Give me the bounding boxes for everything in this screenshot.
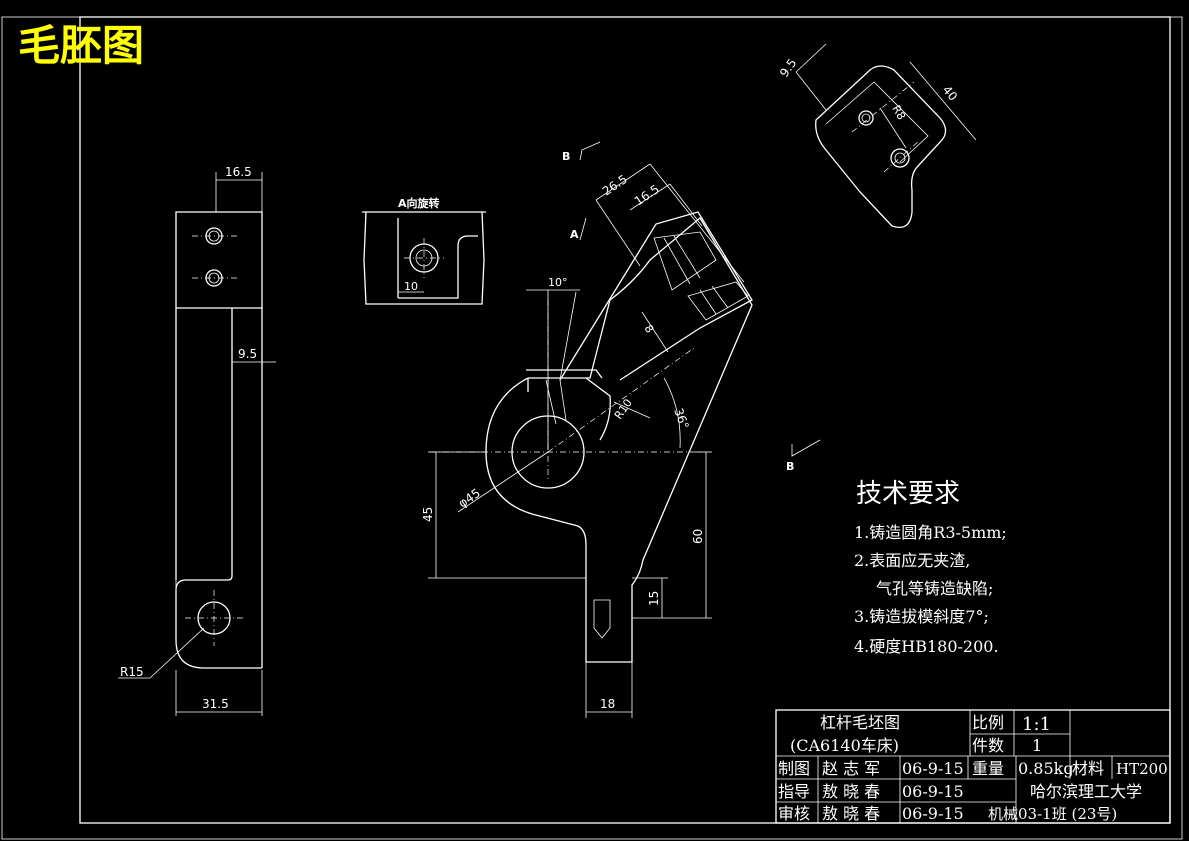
- tb-guide-label: 指导: [778, 782, 810, 801]
- tech-item-1: 1.铸造圆角R3-5mm;: [854, 523, 1007, 542]
- tech-heading: 技术要求: [856, 479, 960, 509]
- dim-r15: R15: [120, 665, 144, 679]
- dim-9-5-top: 9.5: [777, 56, 799, 80]
- a-view-detail: A向旋转 10: [362, 196, 486, 305]
- tb-draw-date: 06-9-15: [902, 759, 964, 778]
- dim-31-5: 31.5: [202, 697, 229, 711]
- tb-weight-label: 重量: [972, 759, 1004, 778]
- dim-16-5-main: 16.5: [632, 182, 662, 209]
- dim-60: 60: [691, 529, 705, 544]
- tb-draw-name: 赵 志 军: [822, 759, 880, 778]
- tb-material-value: HT200: [1116, 760, 1168, 778]
- view-a-arrow: A: [570, 228, 579, 241]
- tb-part-name: 杠杆毛坯图: [820, 713, 900, 732]
- section-view-bb: 9.5 40 R8: [777, 43, 977, 229]
- section-b-top: B: [562, 150, 570, 163]
- section-b-right: B: [786, 460, 794, 473]
- tb-qty-value: 1: [1032, 736, 1042, 755]
- tb-school: 哈尔滨理工大学: [1030, 782, 1142, 801]
- tb-scale-value: 1:1: [1022, 714, 1051, 735]
- outer-frame: [1, 16, 1183, 840]
- tech-item-4: 3.铸造拔模斜度7°;: [854, 607, 989, 626]
- dim-9-5-left: 9.5: [238, 347, 257, 361]
- dim-r10: R10: [612, 397, 635, 422]
- dim-10deg: 10°: [548, 276, 568, 289]
- tb-scale-label: 比例: [972, 713, 1004, 732]
- dim-18: 18: [600, 697, 615, 711]
- dim-dia45: φ45: [456, 486, 483, 511]
- tech-item-3: 气孔等铸造缺陷;: [876, 579, 993, 598]
- tb-material-label: 材料: [1072, 759, 1104, 778]
- title-block: 杠杆毛坯图 (CA6140车床) 比例 1:1 件数 1 制图 赵 志 军 06…: [775, 709, 1171, 824]
- tb-check-date: 06-9-15: [902, 804, 964, 823]
- main-front-view: 45 φ45 60 15 18 36° R10 10° 26.5 16.5 8 …: [421, 141, 821, 718]
- technical-requirements: 技术要求 1.铸造圆角R3-5mm; 2.表面应无夹渣, 气孔等铸造缺陷; 3.…: [854, 479, 1007, 656]
- tech-item-5: 4.硬度HB180-200.: [854, 637, 999, 656]
- dim-8: 8: [642, 322, 657, 335]
- left-side-view: 16.5 9.5 31.5 R15: [118, 165, 276, 716]
- inner-frame: [79, 16, 1171, 824]
- tb-check-label: 审核: [778, 804, 810, 823]
- dim-36deg: 36°: [671, 406, 691, 431]
- tb-qty-label: 件数: [972, 736, 1004, 755]
- tb-draw-label: 制图: [778, 759, 810, 778]
- dim-45: 45: [421, 507, 435, 522]
- dim-16-5-left: 16.5: [225, 165, 252, 179]
- tech-item-2: 2.表面应无夹渣,: [854, 551, 970, 570]
- dim-15: 15: [647, 591, 661, 606]
- sheet-title: 毛胚图: [18, 21, 144, 70]
- dim-26-5: 26.5: [600, 172, 630, 199]
- tb-class: 机械03-1班 (23号): [988, 805, 1117, 823]
- tb-weight-value: 0.85kg: [1018, 759, 1074, 778]
- a-view-label: A向旋转: [398, 196, 440, 210]
- tb-check-name: 敖 晓 春: [822, 804, 880, 823]
- tb-machine: (CA6140车床): [790, 736, 899, 755]
- tb-guide-date: 06-9-15: [902, 782, 964, 801]
- dim-r8: R8: [889, 103, 908, 122]
- dim-10-aview: 10: [404, 280, 418, 293]
- tb-guide-name: 敖 晓 春: [822, 782, 880, 801]
